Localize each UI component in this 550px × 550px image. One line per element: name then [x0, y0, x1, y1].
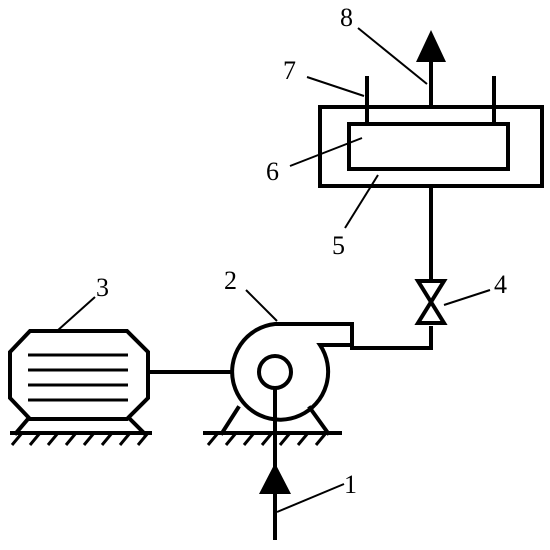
label-1: 1 — [344, 470, 357, 499]
label-6: 6 — [266, 157, 279, 186]
leader-3 — [56, 296, 96, 332]
motor-support-right — [127, 416, 147, 436]
motor — [8, 329, 152, 446]
label-7: 7 — [283, 56, 296, 85]
label-3: 3 — [96, 273, 109, 302]
label-4: 4 — [494, 270, 507, 299]
outlet-pipe — [350, 326, 433, 350]
fan-support-right — [307, 405, 331, 436]
leader-4 — [443, 289, 491, 306]
inlet-flow-arrow — [259, 463, 291, 494]
fan-inlet-eye — [257, 354, 293, 390]
leader-2 — [245, 289, 278, 322]
motor-ground-hatch — [10, 432, 150, 446]
exhaust-flow-arrow — [416, 30, 446, 62]
label-8: 8 — [340, 3, 353, 32]
chamber-inner-element — [347, 122, 510, 171]
label-2: 2 — [224, 266, 237, 295]
label-5: 5 — [332, 231, 345, 260]
fan-ground-hatch — [206, 432, 328, 446]
fan-support-left — [219, 405, 241, 436]
valve-lower-triangle — [414, 298, 448, 325]
motor-support-left — [13, 416, 31, 436]
fan-volute — [230, 322, 354, 422]
leader-5 — [344, 174, 379, 229]
leader-1 — [276, 483, 345, 513]
valve — [414, 279, 448, 325]
leader-7 — [306, 76, 365, 97]
leader-6 — [289, 137, 363, 167]
leader-8 — [357, 27, 428, 85]
centrifugal-fan — [203, 322, 354, 446]
motor-housing — [8, 329, 150, 421]
